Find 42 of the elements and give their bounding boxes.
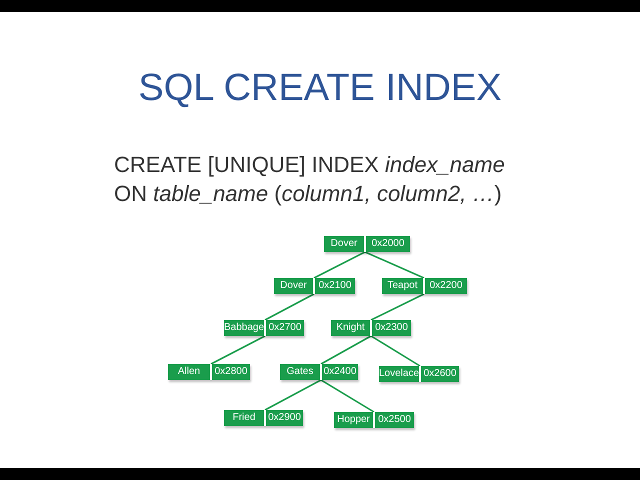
address-cell: 0x2700 <box>266 320 304 336</box>
index-tree-node <box>324 236 410 252</box>
index-tree-node <box>280 364 358 380</box>
address-cell: 0x2800 <box>212 364 250 380</box>
key-value-cell: Teapot <box>382 278 423 294</box>
address-cell: 0x2100 <box>315 278 355 294</box>
key-value-cell: Gates <box>280 364 320 380</box>
index-tree-node <box>224 410 303 426</box>
tree-branch-line <box>320 379 374 413</box>
syntax-line: ON table_name (column1, column2, …) <box>114 181 502 207</box>
key-value-cell: Dover <box>324 236 364 252</box>
index-tree-node <box>382 278 467 294</box>
tree-branch-line <box>264 379 322 411</box>
tree-branch-line <box>264 293 314 321</box>
tree-branch-line <box>210 335 266 365</box>
tree-branch-line <box>314 251 366 279</box>
slide-title: SQL CREATE INDEX <box>137 66 503 110</box>
address-cell: 0x2900 <box>266 410 303 426</box>
key-value-cell: Hopper <box>334 412 373 428</box>
address-cell: 0x2200 <box>425 278 467 294</box>
tree-branch-line <box>370 293 424 321</box>
key-value-cell: Fried <box>224 410 264 426</box>
address-cell: 0x2000 <box>366 236 410 252</box>
index-tree-node <box>379 366 459 382</box>
index-tree-node <box>274 278 355 294</box>
key-value-cell: Dover <box>274 278 313 294</box>
index-tree-node <box>334 412 414 428</box>
address-cell: 0x2500 <box>375 412 414 428</box>
index-tree-node <box>168 364 250 380</box>
tree-branch-line <box>364 251 424 279</box>
tree-branch-line <box>370 335 420 367</box>
address-cell: 0x2300 <box>372 320 411 336</box>
key-value-cell: Knight <box>331 320 370 336</box>
syntax-line: CREATE [UNIQUE] INDEX index_name <box>114 152 505 178</box>
key-value-cell: Babbage <box>224 320 264 336</box>
index-tree-node <box>224 320 304 336</box>
key-value-cell: Allen <box>168 364 210 380</box>
address-cell: 0x2400 <box>322 364 358 380</box>
key-value-cell: Lovelace <box>379 366 419 382</box>
tree-branch-line <box>320 335 372 365</box>
index-tree-node <box>331 320 411 336</box>
address-cell: 0x2600 <box>421 366 459 382</box>
